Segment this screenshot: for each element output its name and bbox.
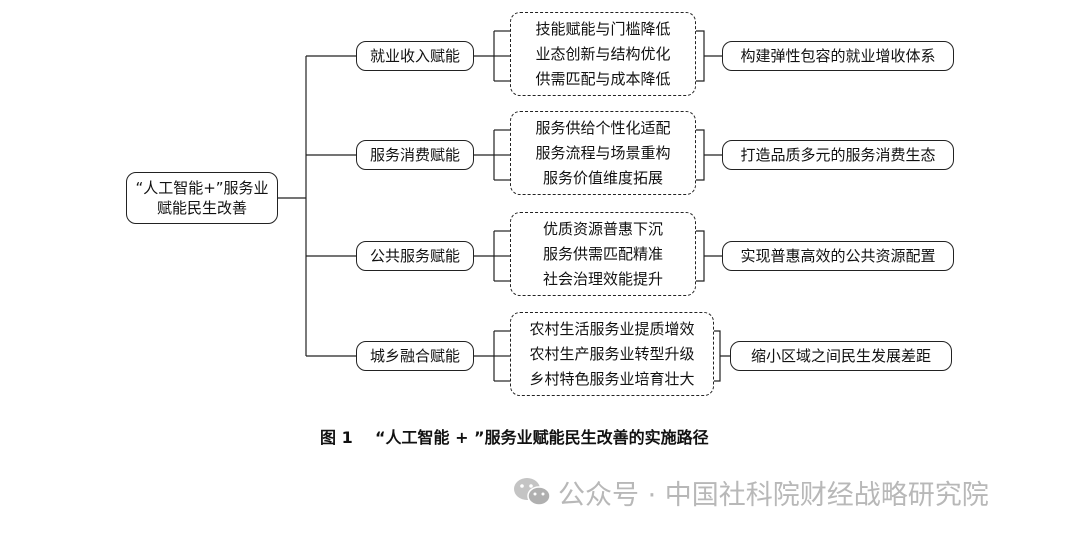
list-item: 农村生活服务业提质增效 (529, 319, 695, 338)
outcome-public: 实现普惠高效的公共资源配置 (722, 241, 954, 271)
branch-label: 就业收入赋能 (369, 47, 460, 65)
list-item: 服务价值维度拓展 (542, 168, 663, 187)
figure-caption: 图 1 “人工智能 + ”服务业赋能民生改善的实施路径 (320, 428, 709, 447)
branch-label: 城乡融合赋能 (369, 347, 460, 365)
outcome-urban-rural: 缩小区域之间民生发展差距 (730, 341, 952, 371)
list-item: 业态创新与结构优化 (535, 44, 671, 63)
branch-service-consumption: 服务消费赋能 (356, 140, 474, 170)
watermark: 公众号 · 中国社科院财经战略研究院 (512, 472, 989, 512)
outcome-label: 缩小区域之间民生发展差距 (750, 347, 931, 365)
branch-label: 服务消费赋能 (369, 146, 460, 164)
branch-public-items: 优质资源普惠下沉 服务供需匹配精准 社会治理效能提升 (510, 212, 696, 296)
list-item: 技能赋能与门槛降低 (535, 19, 671, 38)
branch-employment-income: 就业收入赋能 (356, 41, 474, 71)
watermark-text: 公众号 · 中国社科院财经战略研究院 (558, 479, 989, 511)
wechat-icon (514, 478, 551, 506)
list-item: 农村生产服务业转型升级 (529, 344, 695, 363)
outcome-label: 构建弹性包容的就业增收体系 (740, 47, 936, 65)
outcome-label: 实现普惠高效的公共资源配置 (740, 247, 936, 265)
list-item: 社会治理效能提升 (542, 269, 663, 288)
list-item: 供需匹配与成本降低 (535, 69, 671, 88)
root-label: “人工智能+”服务业赋能民生改善 (135, 179, 269, 217)
root-node: “人工智能+”服务业赋能民生改善 (126, 172, 278, 224)
branch-public-service: 公共服务赋能 (356, 241, 474, 271)
list-item: 服务供给个性化适配 (535, 118, 671, 137)
branch-employment-items: 技能赋能与门槛降低 业态创新与结构优化 供需匹配与成本降低 (510, 12, 696, 96)
outcome-employment: 构建弹性包容的就业增收体系 (722, 41, 954, 71)
list-item: 服务流程与场景重构 (535, 143, 671, 162)
outcome-label: 打造品质多元的服务消费生态 (740, 146, 936, 164)
list-item: 服务供需匹配精准 (542, 244, 663, 263)
list-item: 乡村特色服务业培育壮大 (529, 369, 695, 388)
list-item: 优质资源普惠下沉 (542, 219, 663, 238)
branch-consumption-items: 服务供给个性化适配 服务流程与场景重构 服务价值维度拓展 (510, 111, 696, 195)
outcome-consumption: 打造品质多元的服务消费生态 (722, 140, 954, 170)
branch-label: 公共服务赋能 (369, 247, 460, 265)
branch-urban-rural-items: 农村生活服务业提质增效 农村生产服务业转型升级 乡村特色服务业培育壮大 (510, 312, 714, 396)
branch-urban-rural: 城乡融合赋能 (356, 341, 474, 371)
